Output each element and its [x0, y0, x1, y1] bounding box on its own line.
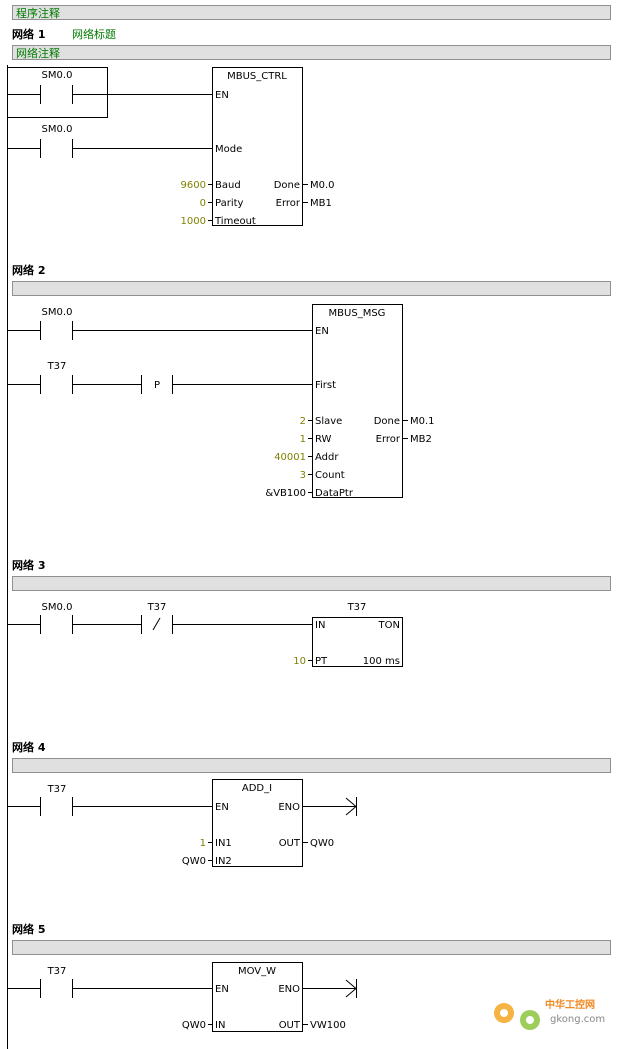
pin-out: OUT	[279, 838, 301, 849]
pin-error: Error	[376, 434, 401, 445]
network-3-title: 网络 3	[12, 559, 46, 572]
network-4-title: 网络 4	[12, 741, 46, 754]
network-1-subtitle: 网络标题	[72, 28, 116, 41]
nc-slash	[152, 617, 161, 631]
eno-end-arrow-icon	[303, 979, 357, 998]
transition-label: P	[154, 380, 160, 391]
pin-dataptr: DataPtr	[315, 488, 354, 499]
pin-en: EN	[215, 90, 229, 101]
pin-in1: IN1	[215, 838, 232, 849]
value-timeout[interactable]: 1000	[181, 216, 206, 227]
pin-in: IN	[315, 620, 325, 631]
gkong-logo: 中华工控网 gkong.com	[494, 998, 605, 1030]
watermark-url: gkong.com	[550, 1014, 605, 1025]
pin-error: Error	[276, 198, 301, 209]
selection-box[interactable]	[7, 67, 108, 118]
contact-label: T37	[47, 784, 67, 795]
network-5-comment-bar[interactable]	[12, 940, 611, 955]
pin-out: OUT	[279, 1020, 301, 1031]
network-1-comment-bar[interactable]: 网络注释	[12, 45, 611, 60]
pin-done: Done	[374, 416, 400, 427]
timer-type: TON	[378, 620, 400, 631]
box-name: ADD_I	[242, 783, 272, 794]
pin-eno: ENO	[278, 802, 300, 813]
contact-sm00-n3[interactable]: SM0.0	[8, 602, 141, 634]
value-out[interactable]: VW100	[310, 1020, 346, 1031]
contact-label: T37	[47, 966, 67, 977]
pin-pt: PT	[315, 656, 328, 667]
contact-label: T37	[47, 361, 67, 372]
network-5-title: 网络 5	[12, 923, 46, 936]
add-i-box[interactable]: ADD_I EN ENO IN1 1 IN2 QW0 OUT QW0	[182, 779, 334, 868]
program-comment-bar[interactable]: 程序注释	[12, 5, 611, 20]
contact-label: SM0.0	[42, 602, 73, 613]
value-error[interactable]: MB1	[310, 198, 332, 209]
value-in2[interactable]: QW0	[182, 856, 206, 867]
contact-t37-n2[interactable]: T37	[8, 361, 141, 394]
program-comment: 程序注释	[16, 7, 60, 20]
value-slave[interactable]: 2	[300, 416, 306, 427]
pin-parity: Parity	[215, 198, 244, 209]
network-2-comment-bar[interactable]	[12, 281, 611, 296]
box-name: MBUS_MSG	[329, 308, 386, 319]
pin-in2: IN2	[215, 856, 232, 867]
network-3-comment-bar[interactable]	[12, 576, 611, 591]
value-out[interactable]: QW0	[310, 838, 334, 849]
contact-sm00-n2[interactable]: SM0.0	[8, 307, 312, 340]
value-addr[interactable]: 40001	[274, 452, 306, 463]
value-error[interactable]: MB2	[410, 434, 432, 445]
network-1-comment: 网络注释	[16, 47, 60, 60]
timer-t37-box[interactable]: T37 IN TON PT 10 100 ms	[293, 602, 403, 667]
contact-sm00-n1a[interactable]: SM0.0	[8, 70, 212, 104]
pin-first: First	[315, 380, 336, 391]
contact-label: T37	[147, 602, 167, 613]
value-count[interactable]: 3	[300, 470, 306, 481]
network-2-title: 网络 2	[12, 264, 46, 277]
value-dataptr[interactable]: &VB100	[265, 488, 306, 499]
contact-sm00-n1b[interactable]: SM0.0	[8, 124, 212, 158]
value-in[interactable]: QW0	[182, 1020, 206, 1031]
positive-transition-contact[interactable]: P	[141, 375, 313, 394]
pin-done: Done	[274, 180, 300, 191]
eno-end-arrow-icon	[303, 797, 357, 816]
pin-timeout: Timeout	[214, 216, 256, 227]
value-done[interactable]: M0.1	[410, 416, 435, 427]
pin-en: EN	[215, 802, 229, 813]
value-parity[interactable]: 0	[200, 198, 206, 209]
pin-count: Count	[315, 470, 345, 481]
value-pt[interactable]: 10	[293, 656, 306, 667]
pin-eno: ENO	[278, 984, 300, 995]
pin-mode: Mode	[215, 144, 242, 155]
value-in1[interactable]: 1	[200, 838, 206, 849]
contact-label: SM0.0	[42, 307, 73, 318]
pin-baud: Baud	[215, 180, 241, 191]
mov-w-box[interactable]: MOV_W EN ENO IN QW0 OUT VW100	[182, 962, 346, 1032]
contact-t37-n4[interactable]: T37	[8, 784, 212, 816]
value-done[interactable]: M0.0	[310, 180, 335, 191]
contact-label: SM0.0	[42, 70, 73, 81]
box-name: T37	[347, 602, 367, 613]
contact-t37-nc[interactable]: T37	[141, 602, 313, 634]
pin-in: IN	[215, 1020, 225, 1031]
value-rw[interactable]: 1	[300, 434, 306, 445]
pin-rw: RW	[315, 434, 332, 445]
pin-slave: Slave	[315, 416, 342, 427]
mbus-msg-box[interactable]: MBUS_MSG EN First Slave 2 RW 1 Addr 4000…	[265, 304, 435, 500]
mbus-ctrl-box[interactable]: MBUS_CTRL EN Mode Baud 9600 Parity 0 Tim…	[181, 67, 335, 228]
timer-resolution: 100 ms	[363, 656, 400, 667]
contact-t37-n5[interactable]: T37	[8, 966, 212, 998]
watermark-brand: 中华工控网	[545, 998, 595, 1011]
network-1-title: 网络 1	[12, 28, 46, 41]
pin-en: EN	[215, 984, 229, 995]
box-name: MBUS_CTRL	[227, 71, 287, 82]
value-baud[interactable]: 9600	[181, 180, 206, 191]
pin-en: EN	[315, 326, 329, 337]
contact-label: SM0.0	[42, 124, 73, 135]
network-4-comment-bar[interactable]	[12, 758, 611, 773]
box-name: MOV_W	[238, 966, 276, 977]
pin-addr: Addr	[315, 452, 339, 463]
